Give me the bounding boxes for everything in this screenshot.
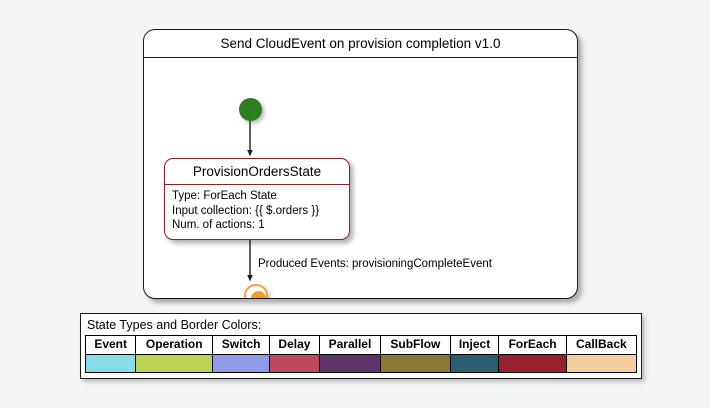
legend-header-switch: Switch: [212, 335, 271, 355]
legend-caption: State Types and Border Colors:: [87, 318, 262, 332]
workflow-title: Send CloudEvent on provision completion …: [144, 30, 577, 58]
legend-swatch-event: [84, 354, 137, 373]
state-node-title: ProvisionOrdersState: [165, 159, 349, 185]
state-node-provision-orders-state[interactable]: ProvisionOrdersState Type: ForEach State…: [164, 158, 350, 240]
legend-header-parallel: Parallel: [318, 335, 382, 355]
legend-header-operation: Operation: [135, 335, 214, 355]
workflow-diagram-frame: Send CloudEvent on provision completion …: [143, 29, 578, 299]
legend-swatch-switch: [212, 354, 271, 373]
legend-swatch-subflow: [380, 354, 451, 373]
legend-header-subflow: SubFlow: [380, 335, 451, 355]
end-node-ring-gap: [246, 286, 266, 298]
legend-header-delay: Delay: [269, 335, 320, 355]
legend-swatch-parallel: [318, 354, 382, 373]
legend-header-event: Event: [84, 335, 137, 355]
legend-swatch-foreach: [498, 354, 567, 373]
legend-swatch-operation: [135, 354, 214, 373]
legend-swatch-inject: [449, 354, 500, 373]
legend-swatch-callback: [565, 354, 638, 373]
transition-label-produced-events: Produced Events: provisioningCompleteEve…: [258, 258, 492, 270]
state-detail-num-actions: Num. of actions: 1: [172, 219, 265, 231]
state-detail-type: Type: ForEach State: [172, 190, 277, 202]
legend-header-foreach: ForEach: [498, 335, 567, 355]
end-node[interactable]: [244, 284, 268, 298]
start-node[interactable]: [239, 98, 262, 121]
legend-swatch-row: [84, 354, 638, 373]
legend-swatch-delay: [269, 354, 320, 373]
end-node-core: [250, 290, 266, 298]
state-node-body: Type: ForEach State Input collection: {{…: [165, 185, 349, 239]
workflow-canvas: ProvisionOrdersState Type: ForEach State…: [144, 58, 577, 298]
state-detail-input-collection: Input collection: {{ $.orders }}: [172, 204, 320, 217]
legend-header-callback: CallBack: [565, 335, 638, 355]
legend-header-inject: Inject: [449, 335, 500, 355]
